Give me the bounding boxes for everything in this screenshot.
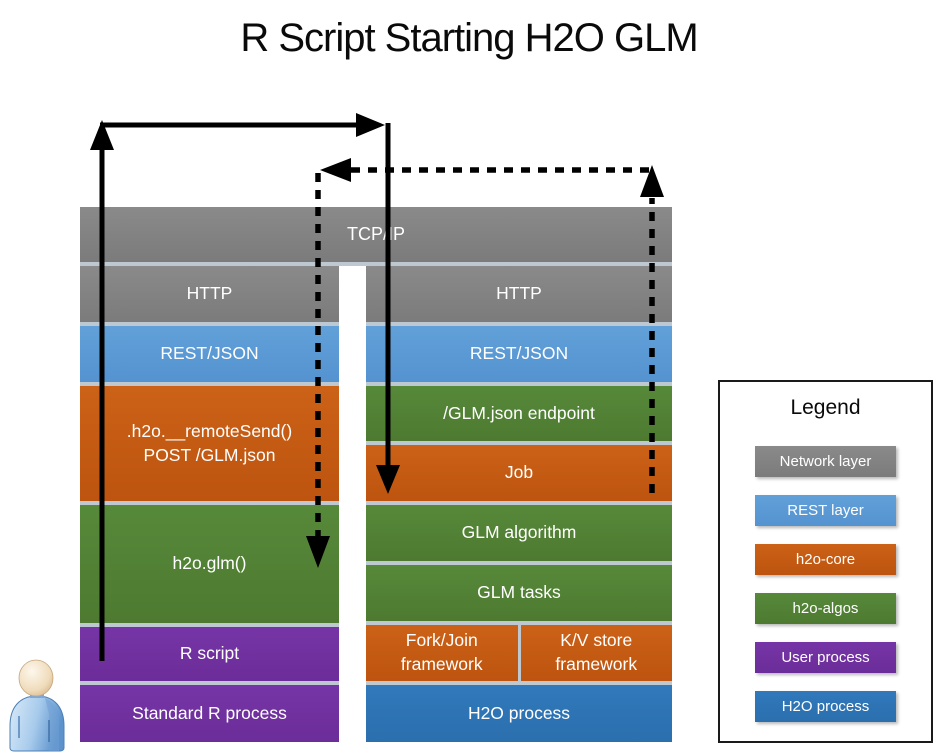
block-h2o-process: H2O process	[366, 685, 672, 742]
legend-item-h2o-core: h2o-core	[755, 544, 896, 575]
legend-item-rest-layer: REST layer	[755, 495, 896, 526]
block-label-line2: POST /GLM.json	[143, 444, 276, 465]
block-glm-algorithm: GLM algorithm	[366, 505, 672, 561]
block-label: GLM algorithm	[461, 522, 577, 543]
legend-label: h2o-core	[795, 551, 856, 568]
legend-item-h2o-algos: h2o-algos	[755, 593, 896, 624]
block-rest-json-right: REST/JSON	[366, 326, 672, 382]
block-label: Job	[504, 462, 534, 483]
legend-item-network-layer: Network layer	[755, 446, 896, 477]
block-label-line1: .h2o.__remoteSend()	[126, 420, 293, 441]
legend-label: H2O process	[781, 698, 870, 715]
block-label: H2O process	[467, 702, 571, 723]
block-label: Fork/Join framework	[400, 630, 483, 674]
user-person-icon	[9, 659, 65, 752]
legend-item-h2o-process: H2O process	[755, 691, 896, 722]
legend-title: Legend	[790, 396, 861, 419]
block-label: HTTP	[186, 283, 233, 304]
block-label: /GLM.json endpoint	[443, 402, 595, 423]
block-label: R script	[179, 643, 240, 664]
legend-box: Legend Network layer REST layer h2o-core…	[718, 380, 933, 743]
block-label: TCP/IP	[346, 224, 405, 244]
right-stack: HTTP REST/JSON /GLM.json endpoint Job GL…	[366, 266, 672, 742]
block-label: HTTP	[496, 283, 542, 304]
legend-label: h2o-algos	[792, 600, 859, 617]
block-label: REST/JSON	[160, 343, 259, 364]
block-rest-json-left: REST/JSON	[80, 326, 339, 382]
legend-label: Network layer	[779, 453, 872, 470]
block-label: h2o.glm()	[172, 553, 247, 574]
block-label: GLM tasks	[477, 582, 561, 603]
block-label: REST/JSON	[469, 343, 569, 364]
block-http-right: HTTP	[366, 266, 672, 322]
block-tcp-ip: TCP/IP	[80, 207, 672, 266]
legend-label: REST layer	[787, 502, 864, 519]
block-h2o-glm: h2o.glm()	[80, 505, 339, 623]
block-http-left: HTTP	[80, 266, 339, 322]
page-title: R Script Starting H2O GLM	[240, 16, 698, 60]
legend-label: User process	[781, 649, 870, 666]
block-label: K/V store framework	[555, 630, 638, 674]
block-job: Job	[366, 445, 672, 501]
left-stack: HTTP REST/JSON .h2o.__remoteSend() POST …	[80, 266, 339, 742]
block-glm-json-endpoint: /GLM.json endpoint	[366, 386, 672, 441]
block-label: Standard R process	[132, 702, 287, 723]
block-standard-r-process: Standard R process	[80, 685, 339, 742]
legend-item-user-process: User process	[755, 642, 896, 673]
block-frameworks-row: Fork/Join framework K/V store framework	[366, 625, 672, 681]
block-fork-join-framework: Fork/Join framework	[366, 625, 518, 681]
block-kv-store-framework: K/V store framework	[520, 625, 672, 681]
block-remotesend: .h2o.__remoteSend() POST /GLM.json	[80, 386, 339, 501]
block-r-script: R script	[80, 627, 339, 681]
block-glm-tasks: GLM tasks	[366, 565, 672, 621]
